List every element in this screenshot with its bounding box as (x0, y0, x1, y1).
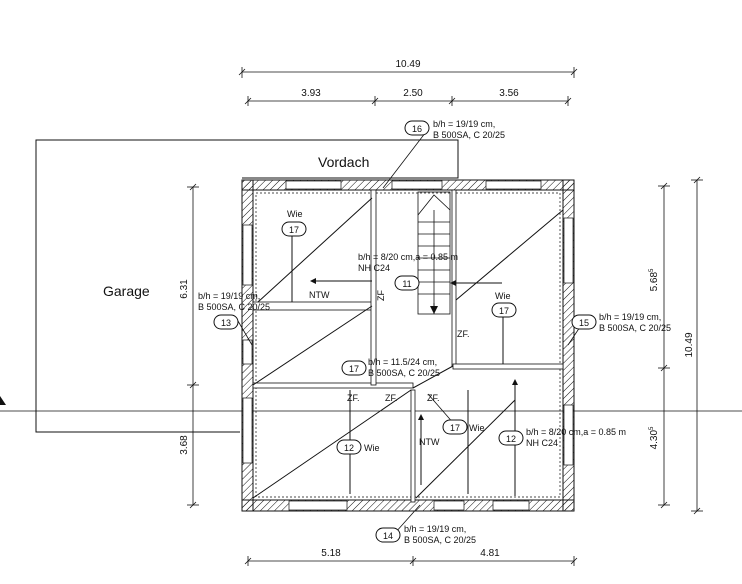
beam-11-line2: NH C24 (358, 263, 390, 273)
interior-walls (252, 189, 564, 503)
beam-12-right-line2: NH C24 (526, 438, 558, 448)
bubble-12-left-label: Wie (364, 443, 380, 453)
dimension-top-segment-3: 3.56 (499, 88, 519, 99)
dimension-top-segment-1: 3.93 (301, 88, 321, 99)
beam-15-line2: B 500SA, C 20/25 (599, 323, 671, 333)
dimension-left-upper: 6.31 (179, 279, 190, 299)
zf-marker-vertical: ZF (376, 290, 386, 301)
bubble-17-bottom-number: 17 (450, 423, 460, 433)
staircase (417, 191, 451, 315)
dimension-top-total: 10.49 (395, 59, 420, 70)
beam-11-line1: b/h = 8/20 cm,a = 0.85 m (358, 252, 458, 262)
beam-13-label: 13 b/h = 19/19 cm, B 500SA, C 20/25 (198, 291, 270, 330)
dimension-right: 5.685 4.305 10.49 (649, 176, 703, 515)
beam-12-right-line1: b/h = 8/20 cm,a = 0.85 m (526, 427, 626, 437)
beam-17-center-line2: B 500SA, C 20/25 (368, 368, 440, 378)
beam-15-number: 15 (579, 318, 589, 328)
bubble-17-bottom: 17 Wie (442, 419, 485, 435)
load-lines (252, 197, 564, 499)
beam-16-line2: B 500SA, C 20/25 (433, 130, 505, 140)
bubble-17-right-number: 17 (499, 306, 509, 316)
beam-14-number: 14 (383, 531, 393, 541)
beam-13-number: 13 (221, 318, 231, 328)
bubble-12-left: 12 Wie (336, 439, 380, 455)
bubble-17-top-left: Wie 17 (281, 209, 307, 237)
dimension-left: 6.31 3.68 (179, 183, 199, 509)
beam-13-line2: B 500SA, C 20/25 (198, 302, 270, 312)
garage-label: Garage (103, 283, 150, 299)
vordach-label: Vordach (318, 154, 369, 170)
beam-16-line1: b/h = 19/19 cm, (433, 119, 495, 129)
bubble-17-top-left-number: 17 (289, 225, 299, 235)
beam-15-label: 15 b/h = 19/19 cm, B 500SA, C 20/25 (571, 312, 671, 333)
stair-arrow-icon (430, 306, 438, 314)
bubble-17-top-left-label: Wie (287, 209, 303, 219)
zf-marker-3: ZF. (427, 393, 440, 403)
garage-outline: Vordach Garage (35, 139, 459, 433)
dimension-bottom-segment-1: 5.18 (321, 548, 341, 559)
ntw-marker-bottom: NTW (419, 437, 440, 447)
beam-13-line1: b/h = 19/19 cm, (198, 291, 260, 301)
beam-14-line2: B 500SA, C 20/25 (404, 535, 476, 545)
outer-walls (241, 179, 575, 512)
ntw-marker-top: NTW (309, 290, 330, 300)
beam-17-center-number: 17 (349, 364, 359, 374)
dimension-bottom-segment-2: 4.81 (480, 548, 500, 559)
section-arrow-icon (0, 396, 6, 405)
beam-11-label: 11 b/h = 8/20 cm,a = 0.85 m NH C24 (358, 252, 458, 291)
beam-14-label: 14 b/h = 19/19 cm, B 500SA, C 20/25 (375, 524, 476, 545)
markers: NTW NTW ZF ZF. ZF. ZF. ZF. (309, 290, 470, 447)
dimension-right-lower: 4.305 (649, 426, 660, 449)
dimension-bottom: 5.18 4.81 (244, 548, 578, 566)
bubble-12-left-number: 12 (344, 443, 354, 453)
zf-marker-1: ZF. (347, 393, 360, 403)
beam-15-line1: b/h = 19/19 cm, (599, 312, 661, 322)
beam-11-number: 11 (402, 279, 411, 289)
beam-12-right-label: 12 b/h = 8/20 cm,a = 0.85 m NH C24 (498, 427, 626, 448)
dimension-top: 10.49 3.93 2.50 3.56 (238, 59, 578, 106)
beam-16-label: 16 b/h = 19/19 cm, B 500SA, C 20/25 (404, 119, 505, 140)
bubble-17-right-label: Wie (495, 291, 511, 301)
bubble-17-right: Wie 17 (491, 291, 517, 318)
beam-16-number: 16 (412, 124, 422, 134)
dimension-top-segment-2: 2.50 (403, 88, 423, 99)
zf-marker-right: ZF. (457, 329, 470, 339)
zf-marker-2: ZF. (385, 393, 398, 403)
beam-12-right-number: 12 (506, 434, 516, 444)
dimension-right-upper: 5.685 (649, 268, 660, 291)
beam-17-center-line1: b/h = 11.5/24 cm, (368, 357, 437, 367)
dimension-right-total: 10.49 (684, 332, 695, 357)
dimension-left-lower: 3.68 (179, 435, 190, 455)
beam-14-line1: b/h = 19/19 cm, (404, 524, 466, 534)
beam-17-center-label: 17 b/h = 11.5/24 cm, B 500SA, C 20/25 (341, 357, 440, 378)
bubble-17-bottom-label: Wie (469, 423, 485, 433)
